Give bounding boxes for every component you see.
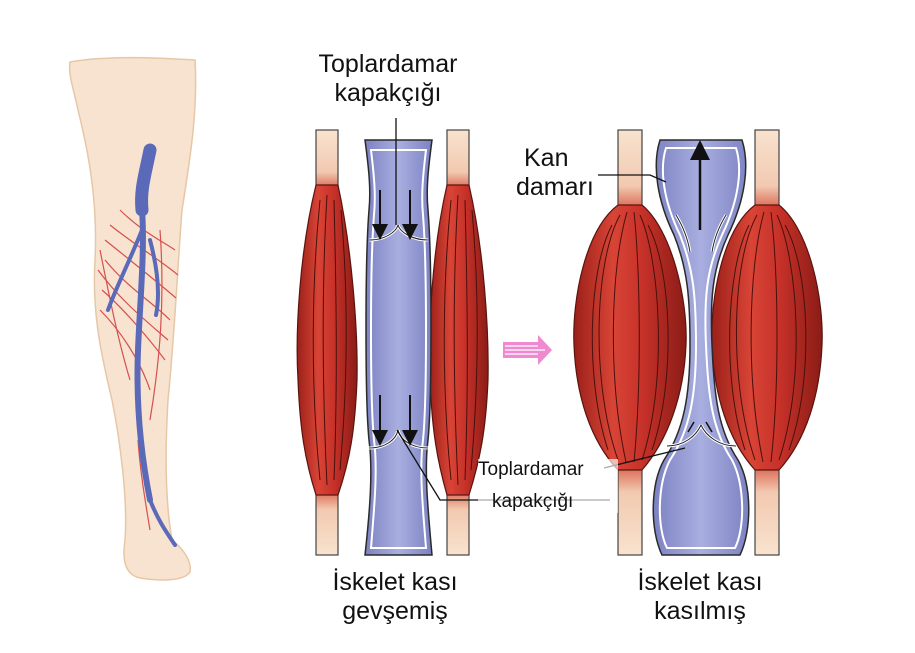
relaxed-caption-line2: gevşemiş (342, 596, 448, 625)
lower-valve-label-line1: Toplardamar (478, 459, 584, 480)
relaxed-panel (296, 129, 489, 556)
lower-valve-label-line2: kapakçığı (492, 490, 574, 512)
contracted-caption-line1: İskelet kası (637, 568, 763, 596)
blood-vessel-leader (598, 174, 667, 183)
relaxed-caption-line1: İskelet kası (332, 568, 458, 596)
contracted-caption-line2: kasılmış (654, 596, 746, 625)
top-valve-label-line1: Toplardamar (318, 50, 458, 78)
top-valve-label-line2: kapakçığı (334, 78, 442, 107)
blood-vessel-label-line2: damarı (516, 172, 594, 201)
contracted-upper-valve (674, 214, 728, 253)
blood-vessel-label: Kan damarı (516, 144, 606, 202)
contracted-vein (652, 139, 750, 556)
relaxed-left-muscle (296, 129, 358, 556)
contracted-panel (573, 129, 823, 556)
relaxed-vein (364, 139, 433, 556)
lower-valve-label: Toplardamar kapakçığı (478, 459, 618, 513)
contracted-right-muscle (711, 129, 823, 556)
relaxed-flow-arrows (372, 190, 418, 446)
top-valve-label: Toplardamar kapakçığı (298, 50, 478, 108)
contracted-flow-arrow (687, 140, 713, 433)
leg-illustration (68, 56, 197, 581)
relaxed-caption: İskelet kası gevşemiş (295, 568, 495, 626)
contracted-left-muscle (573, 129, 687, 556)
contracted-lower-valve (666, 424, 737, 448)
contracted-caption: İskelet kası kasılmış (600, 568, 800, 626)
blood-vessel-label-line1: Kan (524, 144, 569, 172)
right-arrow-icon (503, 335, 552, 365)
